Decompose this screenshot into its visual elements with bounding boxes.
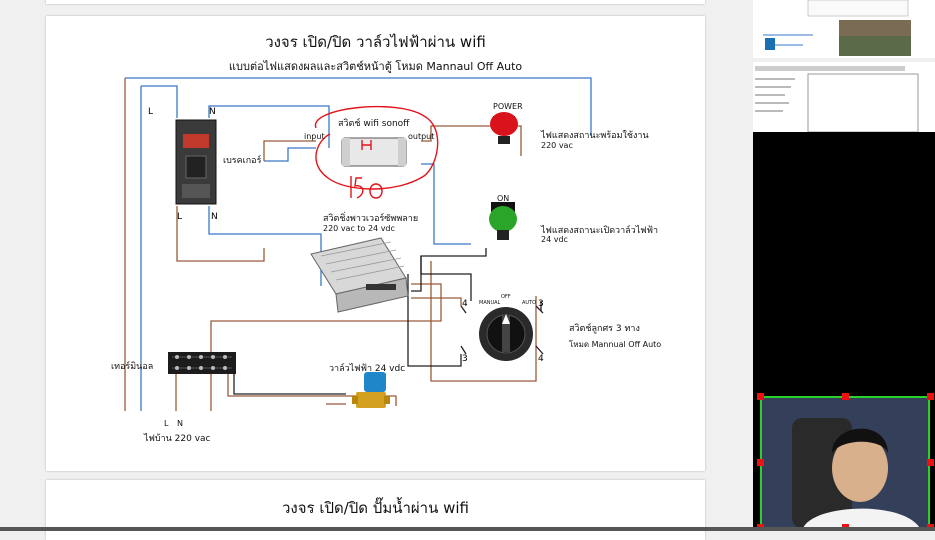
on-lamp-label: ON bbox=[497, 194, 510, 203]
psu-volt: 220 vac to 24 vdc bbox=[323, 224, 395, 233]
sonoff-output-label: output bbox=[408, 132, 435, 141]
selector-label: สวิตช์ลูกศร 3 ทาง bbox=[569, 324, 640, 334]
sonoff-switch bbox=[341, 137, 407, 167]
next-page-title: วงจร เปิด/ปิด ปั๊มน้ำผ่าน wifi bbox=[281, 499, 470, 517]
resize-handle[interactable] bbox=[757, 393, 764, 400]
svg-text:N: N bbox=[209, 107, 216, 117]
terminal-N: N bbox=[177, 419, 183, 428]
breaker bbox=[175, 119, 217, 205]
terminal-block bbox=[168, 352, 236, 374]
contact-4-top: 4 bbox=[462, 299, 468, 309]
selector-switch bbox=[479, 307, 533, 361]
thumbnail-table[interactable] bbox=[753, 62, 935, 133]
resize-handle[interactable] bbox=[927, 393, 934, 400]
terminal-label: เทอร์มินอล bbox=[111, 362, 154, 372]
sonoff-label: สวิตช์ wifi sonoff bbox=[338, 119, 410, 129]
selector-mode: โหมด Mannual Off Auto bbox=[569, 340, 662, 349]
wiring-diagram: L N L N bbox=[124, 77, 592, 411]
valve-label: วาล์วไฟฟ้า 24 vdc bbox=[329, 364, 406, 374]
on-lamp-volt: 24 vdc bbox=[541, 235, 568, 244]
thumbnail-diagram bbox=[763, 0, 911, 56]
on-lamp bbox=[489, 202, 517, 240]
power-supply bbox=[310, 237, 409, 313]
webcam-overlay[interactable] bbox=[760, 396, 930, 531]
power-lamp-label: POWER bbox=[493, 102, 523, 111]
svg-text:L: L bbox=[177, 212, 182, 222]
thumbnail-top[interactable] bbox=[753, 0, 935, 58]
contact-3-bottom: 3 bbox=[462, 354, 468, 364]
svg-text:L: L bbox=[148, 107, 153, 117]
home-power-label: ไฟบ้าน 220 vac bbox=[144, 434, 211, 444]
next-page: วงจร เปิด/ปิด ปั๊มน้ำผ่าน wifi bbox=[46, 480, 705, 540]
on-lamp-desc: ไฟแสดงสถานะเปิดวาล์วไฟฟ้า bbox=[541, 226, 659, 236]
thumbnail-table-image bbox=[755, 66, 919, 133]
terminal-L: L bbox=[164, 419, 169, 428]
page-subtitle: แบบต่อไฟแสดงผลและสวิตช์หน้าตู้ โหมด Mann… bbox=[228, 60, 523, 73]
contact-4-bottom: 4 bbox=[538, 354, 544, 364]
power-lamp-desc: ไฟแสดงสถานะพร้อมใช้งาน bbox=[541, 131, 649, 141]
bottom-bar bbox=[0, 527, 935, 531]
resize-handle[interactable] bbox=[842, 393, 849, 400]
svg-text:N: N bbox=[211, 212, 218, 222]
page-title: วงจร เปิด/ปิด วาล์วไฟฟ้าผ่าน wifi bbox=[265, 33, 486, 51]
sonoff-input-label: input bbox=[304, 132, 325, 141]
power-lamp bbox=[490, 112, 518, 144]
selector-off: OFF bbox=[501, 294, 511, 300]
handwritten-annotation bbox=[315, 105, 439, 199]
selector-manual: MANUAL bbox=[479, 300, 501, 306]
previous-page bbox=[46, 0, 705, 4]
resize-handle[interactable] bbox=[927, 459, 934, 466]
psu-label: สวิตชิ่งพาวเวอร์ซัพพลาย bbox=[323, 214, 419, 224]
selector-auto: AUTO bbox=[522, 300, 537, 306]
resize-handle[interactable] bbox=[757, 459, 764, 466]
power-lamp-volt: 220 vac bbox=[541, 141, 573, 150]
solenoid-valve bbox=[352, 372, 390, 408]
breaker-label: เบรคเกอร์ bbox=[223, 156, 262, 166]
document-page: วงจร เปิด/ปิด วาล์วไฟฟ้าผ่าน wifi แบบต่อ… bbox=[46, 16, 705, 471]
contact-3-top: 3 bbox=[538, 299, 544, 309]
webcam-person bbox=[762, 398, 928, 529]
